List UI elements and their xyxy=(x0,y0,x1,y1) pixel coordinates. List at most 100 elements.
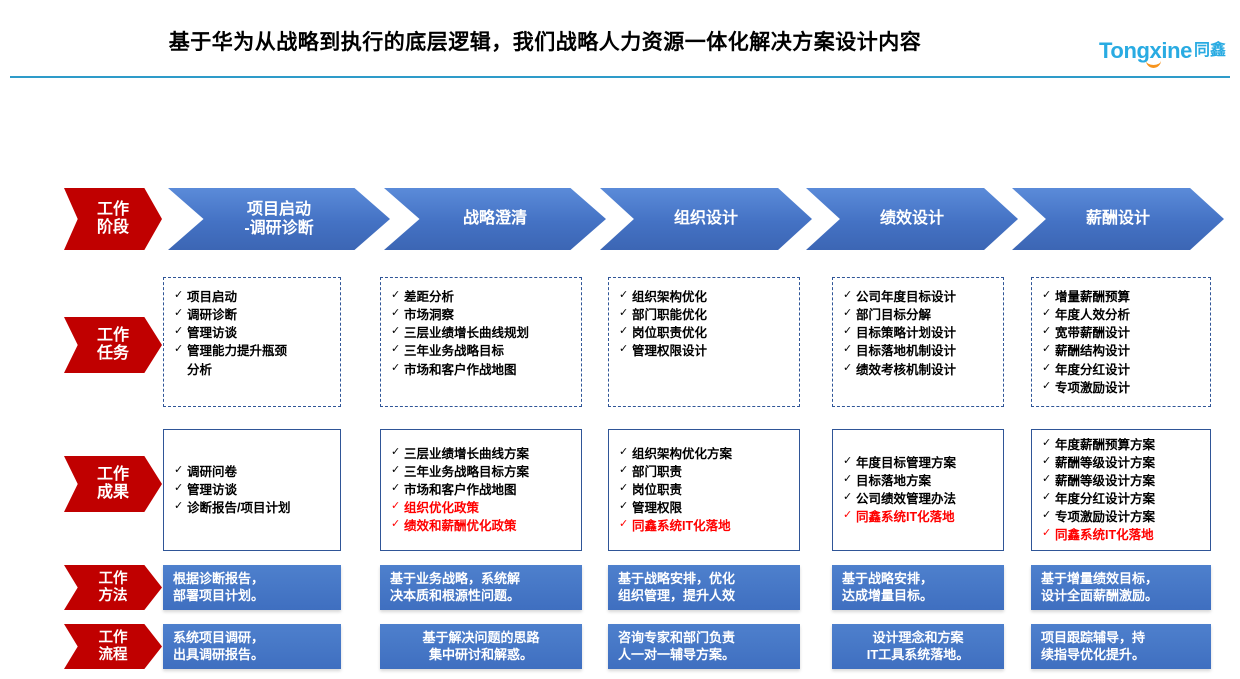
check-icon: ✓ xyxy=(391,500,401,513)
phase-label-line1: 薪酬设计 xyxy=(1085,210,1150,228)
phase-label-line1: 绩效设计 xyxy=(879,210,944,228)
phase-label-line2: -调研诊断 xyxy=(244,220,314,237)
checklist-item: ✓部门目标分解 xyxy=(843,306,995,324)
checklist-item-label: 公司绩效管理办法 xyxy=(856,492,957,506)
check-icon: ✓ xyxy=(174,307,184,320)
checklist-item: ✓调研问卷 xyxy=(174,463,332,481)
checklist-item: ✓薪酬等级设计方案 xyxy=(1042,454,1202,472)
checklist-item-label: 组织优化政策 xyxy=(404,501,480,516)
check-icon: ✓ xyxy=(843,454,853,467)
phase-arrow-5[interactable]: 薪酬设计 xyxy=(1012,188,1224,250)
row-label-line2: 方法 xyxy=(98,587,128,604)
checklist-item: ✓目标落地方案 xyxy=(843,472,995,490)
check-icon: ✓ xyxy=(843,361,853,374)
checklist-item-label: 三层业绩增长曲线规划 xyxy=(404,326,530,341)
checklist-item: ✓管理能力提升瓶颈 分析 xyxy=(174,342,332,378)
check-icon: ✓ xyxy=(1042,491,1052,503)
checklist-item: ✓调研诊断 xyxy=(174,306,332,324)
check-icon: ✓ xyxy=(843,289,853,301)
check-icon: ✓ xyxy=(619,500,629,513)
process-cell-4: 设计理念和方案 IT工具系统落地。 xyxy=(832,624,1004,669)
phase-arrow-4[interactable]: 绩效设计 xyxy=(806,188,1018,250)
checklist-item-label: 组织架构优化方案 xyxy=(632,446,733,461)
checklist-item: ✓目标策略计划设计 xyxy=(843,324,995,342)
checklist-item-label: 三年业务战略目标 xyxy=(404,344,505,359)
checklist-item-label: 管理权限设计 xyxy=(632,344,708,359)
check-icon: ✓ xyxy=(391,445,401,458)
checklist-item: ✓组织优化政策 xyxy=(391,499,573,517)
check-icon: ✓ xyxy=(1042,454,1052,467)
checklist-item-label: 绩效和薪酬优化政策 xyxy=(404,519,517,534)
check-icon: ✓ xyxy=(174,500,184,513)
logo-smile-arc-icon xyxy=(1146,60,1162,68)
checklist-item: ✓宽带薪酬设计 xyxy=(1042,324,1202,342)
phase-label-line1: 战略澄清 xyxy=(462,210,527,228)
check-icon: ✓ xyxy=(174,463,184,476)
outcome-box-4: ✓年度目标管理方案✓目标落地方案✓公司绩效管理办法✓同鑫系统IT化落地 xyxy=(832,429,1004,551)
check-icon: ✓ xyxy=(843,509,853,522)
check-icon: ✓ xyxy=(1042,343,1052,356)
checklist-item: ✓绩效考核机制设计 xyxy=(843,361,995,379)
check-icon: ✓ xyxy=(619,518,629,531)
row-label-line1: 工作 xyxy=(96,201,129,219)
checklist-item-label: 专项激励设计 xyxy=(1055,380,1131,395)
check-icon: ✓ xyxy=(1042,436,1052,449)
checklist-item: ✓薪酬等级设计方案 xyxy=(1042,472,1202,490)
checklist-item-label: 年度人效分析 xyxy=(1055,308,1131,323)
check-icon: ✓ xyxy=(619,481,629,494)
check-icon: ✓ xyxy=(391,481,401,494)
check-icon: ✓ xyxy=(174,343,184,356)
check-icon: ✓ xyxy=(391,343,401,356)
check-icon: ✓ xyxy=(843,491,853,503)
process-cell-2: 基于解决问题的思路 集中研讨和解惑。 xyxy=(380,624,582,669)
checklist-item: ✓组织架构优化 xyxy=(619,288,791,306)
task-box-3: ✓组织架构优化✓部门职能优化✓岗位职责优化✓管理权限设计 xyxy=(608,277,800,407)
method-cell-5: 基于增量绩效目标， 设计全面薪酬激励。 xyxy=(1031,565,1211,610)
checklist-item: ✓公司绩效管理办法 xyxy=(843,490,995,508)
checklist-item-label: 调研问卷 xyxy=(187,464,238,479)
checklist-item-label: 年度分红设计方案 xyxy=(1055,492,1156,506)
checklist-item-label: 差距分析 xyxy=(404,290,455,304)
checklist-item-label: 管理能力提升瓶颈 分析 xyxy=(187,344,288,377)
checklist-item-label: 诊断报告/项目计划 xyxy=(187,501,291,516)
phase-arrow-2[interactable]: 战略澄清 xyxy=(384,188,606,250)
phase-label-line1: 项目启动 xyxy=(246,200,311,218)
checklist-item: ✓公司年度目标设计 xyxy=(843,288,995,306)
check-icon: ✓ xyxy=(1042,307,1052,320)
check-icon: ✓ xyxy=(619,445,629,458)
checklist-item: ✓诊断报告/项目计划 xyxy=(174,499,332,517)
checklist-item: ✓市场洞察 xyxy=(391,306,573,324)
checklist-item-label: 市场和客户作战地图 xyxy=(404,482,517,497)
checklist-item-label: 岗位职责 xyxy=(632,482,683,497)
checklist-item: ✓市场和客户作战地图 xyxy=(391,361,573,379)
row-label-methods: 工作 方法 xyxy=(64,565,162,610)
row-label-outcomes: 工作 成果 xyxy=(64,456,162,512)
logo-latin-text: Tongxine xyxy=(1099,38,1192,63)
checklist-item-label: 年度目标管理方案 xyxy=(856,455,957,470)
method-cell-1: 根据诊断报告， 部署项目计划。 xyxy=(163,565,341,610)
check-icon: ✓ xyxy=(1042,325,1052,338)
checklist-item-label: 调研诊断 xyxy=(187,308,238,323)
process-cell-1: 系统项目调研， 出具调研报告。 xyxy=(163,624,341,669)
checklist-item-label: 市场洞察 xyxy=(404,308,455,323)
diagram-board: 工作 阶段 工作 任务 工作 成果 工作 方法 工作 流程 标准 时长 项目启动… xyxy=(0,84,1240,679)
outcome-box-5: ✓年度薪酬预算方案✓薪酬等级设计方案✓薪酬等级设计方案✓年度分红设计方案✓专项激… xyxy=(1031,429,1211,551)
check-icon: ✓ xyxy=(619,325,629,338)
check-icon: ✓ xyxy=(1042,509,1052,522)
checklist-item-label: 年度分红设计 xyxy=(1055,362,1131,377)
row-label-line1: 工作 xyxy=(96,327,129,345)
checklist-item: ✓年度分红设计方案 xyxy=(1042,490,1202,508)
page-header: 基于华为从战略到执行的底层逻辑，我们战略人力资源一体化解决方案设计内容 Tong… xyxy=(0,0,1240,84)
row-label-process: 工作 流程 xyxy=(64,624,162,669)
check-icon: ✓ xyxy=(843,307,853,320)
checklist-item: ✓三层业绩增长曲线方案 xyxy=(391,445,573,463)
row-label-stage: 工作 阶段 xyxy=(64,188,162,250)
check-icon: ✓ xyxy=(391,361,401,374)
phase-arrow-1[interactable]: 项目启动 -调研诊断 xyxy=(168,188,390,250)
process-cell-3: 咨询专家和部门负责 人一对一辅导方案。 xyxy=(608,624,800,669)
phase-arrow-3[interactable]: 组织设计 xyxy=(600,188,812,250)
checklist-item: ✓部门职能优化 xyxy=(619,306,791,324)
checklist-item-label: 同鑫系统IT化落地 xyxy=(632,519,731,534)
checklist-item-label: 薪酬等级设计方案 xyxy=(1055,455,1156,470)
checklist-item-label: 部门目标分解 xyxy=(856,308,932,323)
